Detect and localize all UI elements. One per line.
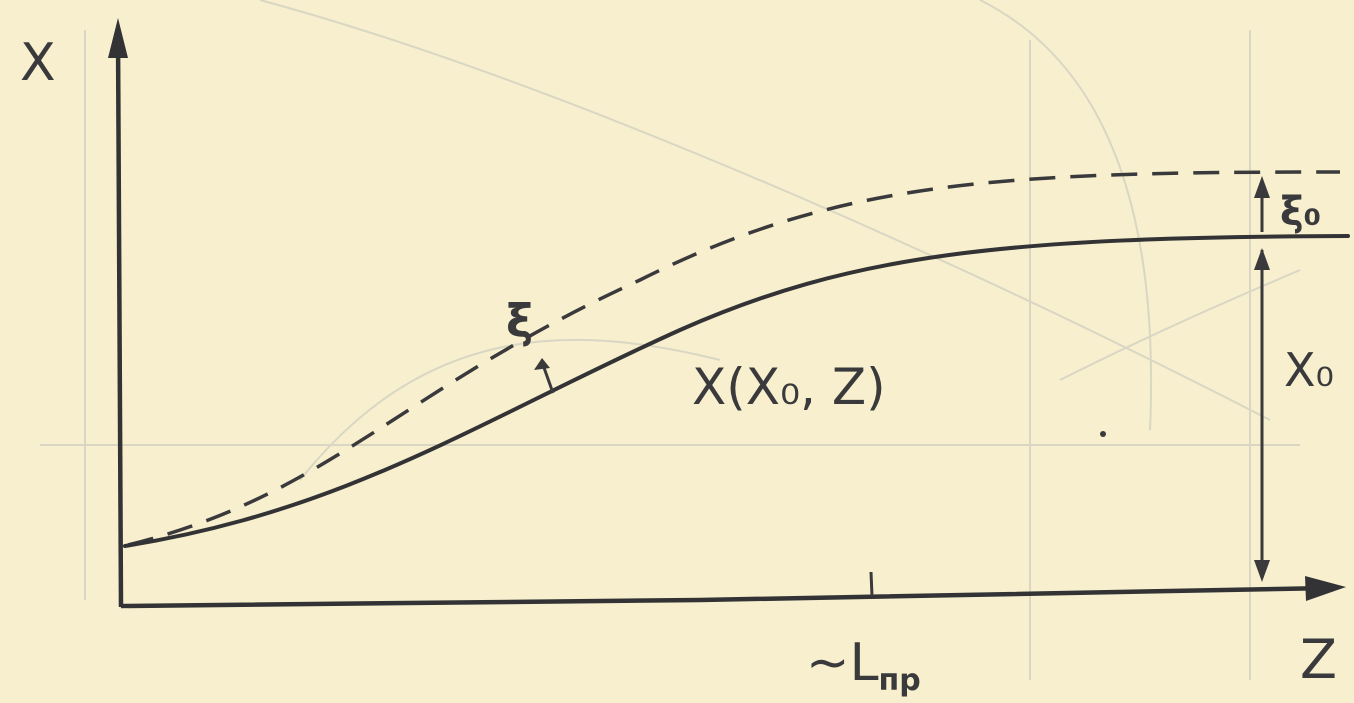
solid-curve — [123, 234, 1350, 548]
x-axis-tick — [869, 571, 874, 597]
y-axis-arrow-icon — [108, 18, 128, 58]
gap-marker-arrow-icon — [534, 358, 550, 370]
x-tick-main: ~L — [806, 633, 879, 693]
y-axis-label: X — [20, 33, 56, 93]
asymptote-label: X₀ — [1284, 343, 1334, 397]
x-tick-label: ~Lпр — [806, 633, 921, 698]
dashed-curve — [127, 170, 1341, 547]
top-gap-label: ξ₀ — [1280, 189, 1321, 235]
asymptote-up-arrow-icon — [1254, 248, 1270, 270]
x-axis-label: Z — [1300, 628, 1337, 691]
x-axis-arrow-icon — [1305, 576, 1346, 601]
x-axis-line — [120, 585, 1331, 609]
pencil-dot — [1100, 431, 1106, 437]
background-bleed-lines — [40, 0, 1301, 680]
gap-label: ξ — [506, 294, 533, 348]
y-axis-line — [115, 34, 124, 608]
solid-curve-label: X(X₀, Z) — [692, 358, 886, 416]
asymptote-down-arrow-icon — [1254, 560, 1270, 582]
top-gap-arrow-icon — [1254, 176, 1270, 198]
x-tick-subscript: пр — [879, 663, 921, 698]
